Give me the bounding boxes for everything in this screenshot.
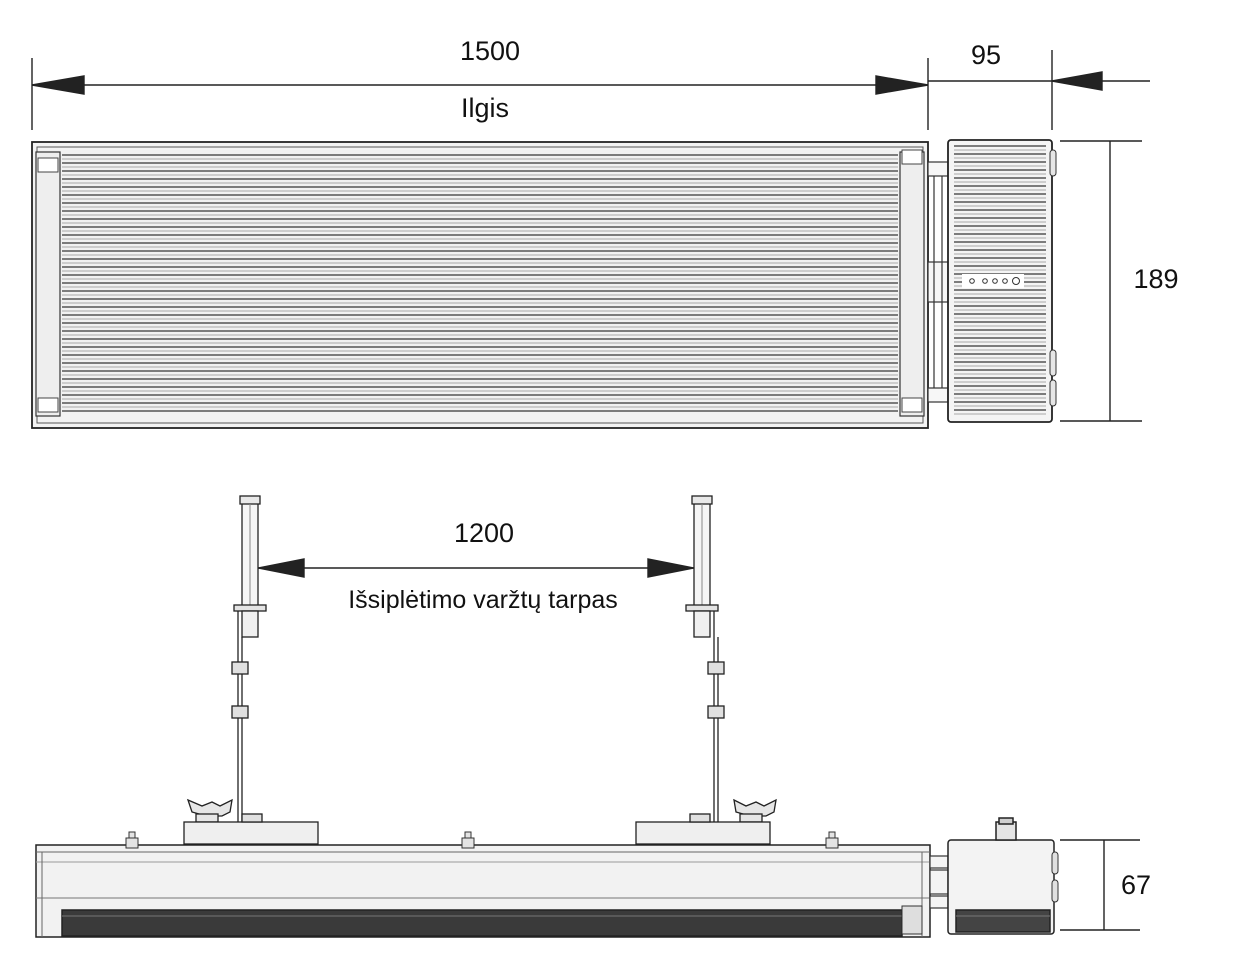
depth-value: 67 — [1121, 870, 1151, 900]
mount-bracket-left — [183, 821, 319, 845]
connector-top — [927, 161, 949, 403]
heater-body-side — [35, 831, 931, 938]
terminal-box-side — [947, 817, 1059, 935]
bolt-spacing-value: 1200 — [454, 518, 514, 548]
top-view: 1500 Ilgis 95 — [31, 36, 1179, 429]
bolt-spacing-dimension — [257, 558, 695, 578]
top-studs — [125, 831, 839, 849]
length-value: 1500 — [460, 36, 520, 66]
arrowhead-left — [31, 75, 85, 95]
suspension-right — [635, 495, 777, 845]
length-label: Ilgis — [461, 93, 509, 123]
height-dimension — [1060, 140, 1142, 422]
height-value: 189 — [1133, 264, 1178, 294]
terminal-box-fins — [954, 145, 1046, 415]
side-view: 1200 Išsiplėtimo varžtų tarpas — [35, 495, 1151, 938]
indicator-lights — [969, 277, 1020, 285]
terminal-box-top — [947, 139, 1057, 423]
suspension-left — [183, 495, 319, 845]
emitter-bar — [61, 909, 903, 937]
length-dimension — [31, 50, 1150, 130]
connector-side — [929, 855, 949, 909]
arrowhead-box-right — [1051, 71, 1103, 91]
depth-dimension — [1060, 839, 1140, 931]
bolt-spacing-label: Išsiplėtimo varžtų tarpas — [348, 586, 618, 614]
arrowhead-bolt-right — [647, 558, 695, 578]
arrowhead-right — [875, 75, 929, 95]
box-width-value: 95 — [971, 40, 1001, 70]
mount-bracket-right — [635, 821, 771, 845]
heating-fins — [62, 154, 898, 412]
arrowhead-bolt-left — [257, 558, 305, 578]
heater-panel-top — [31, 141, 929, 429]
